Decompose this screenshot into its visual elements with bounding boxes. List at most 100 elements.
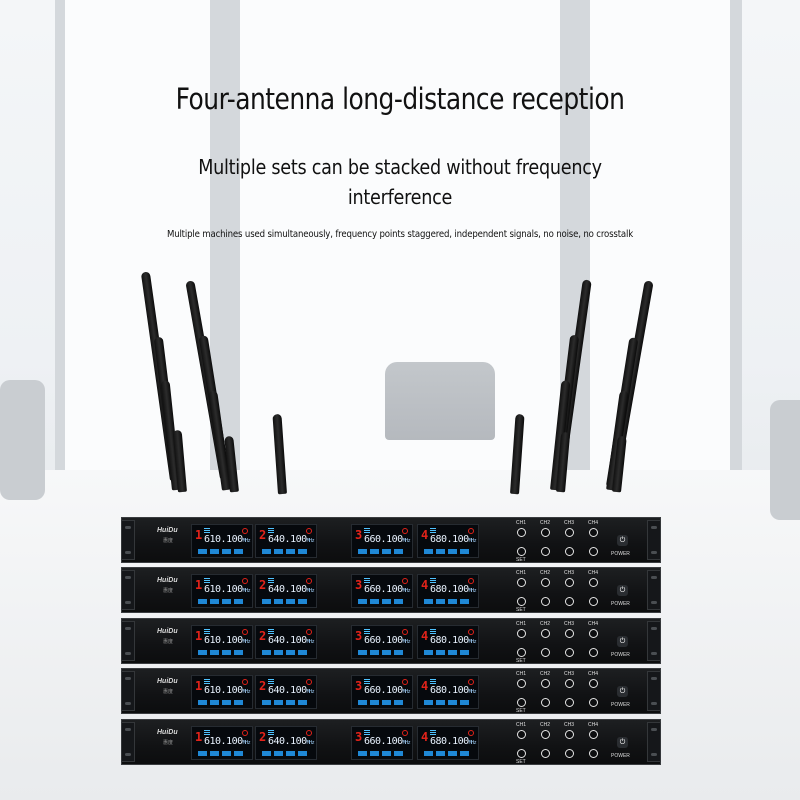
up-button[interactable] [541, 648, 550, 657]
status-icons [262, 650, 310, 655]
ch4-button[interactable] [589, 528, 598, 537]
receiver-unit: HuiDu 惠度 1 610.100MHz 2 640.100MHz IR 3 … [121, 668, 661, 714]
channel-number: 2 [259, 528, 267, 542]
ir-button[interactable] [589, 597, 598, 606]
status-icons [358, 599, 406, 604]
down-button[interactable] [565, 547, 574, 556]
down-button[interactable] [565, 698, 574, 707]
rack-ear [121, 570, 135, 610]
ch2-button[interactable] [541, 679, 550, 688]
ch3-label: CH3 [564, 722, 575, 728]
indicator-icon [306, 679, 312, 685]
frequency-readout: 640.100MHz [268, 534, 315, 545]
signal-icon [204, 578, 210, 584]
receiver-unit: HuiDu 惠度 1 610.100MHz 2 640.100MHz IR 3 … [121, 517, 661, 563]
power-button[interactable]: ⏻ [617, 737, 628, 748]
set-button[interactable] [517, 749, 526, 758]
down-button[interactable] [565, 648, 574, 657]
ir-button[interactable] [589, 749, 598, 758]
signal-icon [204, 679, 210, 685]
ch3-button[interactable] [565, 629, 574, 638]
ch4-button[interactable] [589, 679, 598, 688]
ir-button[interactable] [589, 547, 598, 556]
channel-number: 1 [195, 730, 203, 744]
up-button[interactable] [541, 749, 550, 758]
signal-icon [430, 730, 436, 736]
power-button[interactable]: ⏻ [617, 636, 628, 647]
indicator-icon [468, 528, 474, 534]
ch2-button[interactable] [541, 730, 550, 739]
brand-logo: HuiDu [157, 678, 178, 685]
ch2-button[interactable] [541, 629, 550, 638]
chair [385, 362, 495, 440]
status-icons [424, 751, 472, 756]
status-icons [358, 549, 406, 554]
signal-icon [268, 578, 274, 584]
frequency-readout: 640.100MHz [268, 635, 315, 646]
status-icons [358, 700, 406, 705]
ch1-button[interactable] [517, 528, 526, 537]
rack-ear [647, 570, 661, 610]
indicator-icon [242, 528, 248, 534]
ir-button[interactable] [589, 648, 598, 657]
up-button[interactable] [541, 698, 550, 707]
ch4-button[interactable] [589, 578, 598, 587]
indicator-icon [402, 578, 408, 584]
channel-number: 4 [421, 679, 429, 693]
signal-icon [430, 679, 436, 685]
power-label: POWER [611, 551, 630, 557]
power-button[interactable]: ⏻ [617, 535, 628, 546]
frequency-readout: 610.100MHz [204, 534, 251, 545]
subtitle: Multiple sets can be stacked without fre… [48, 152, 752, 212]
set-button[interactable] [517, 698, 526, 707]
signal-icon [204, 528, 210, 534]
set-button[interactable] [517, 547, 526, 556]
set-button[interactable] [517, 648, 526, 657]
signal-icon [364, 629, 370, 635]
down-button[interactable] [565, 597, 574, 606]
page-title: Four-antenna long-distance reception [175, 82, 625, 116]
down-button[interactable] [565, 749, 574, 758]
ch3-label: CH3 [564, 671, 575, 677]
ch1-button[interactable] [517, 679, 526, 688]
indicator-icon [402, 629, 408, 635]
ch1-button[interactable] [517, 578, 526, 587]
status-icons [262, 751, 310, 756]
ch3-button[interactable] [565, 679, 574, 688]
up-button[interactable] [541, 597, 550, 606]
ch3-button[interactable] [565, 528, 574, 537]
up-button[interactable] [541, 547, 550, 556]
lcd-channel-1: 1 610.100MHz [191, 574, 253, 608]
channel-number: 1 [195, 679, 203, 693]
lcd-channel-3: 3 660.100MHz [351, 574, 413, 608]
rack-ear [121, 520, 135, 560]
power-button[interactable]: ⏻ [617, 686, 628, 697]
ch1-button[interactable] [517, 629, 526, 638]
caption: Multiple machines used simultaneously, f… [166, 229, 634, 240]
receiver-unit: HuiDu 惠度 1 610.100MHz 2 640.100MHz IR 3 … [121, 719, 661, 765]
ch2-button[interactable] [541, 578, 550, 587]
status-icons [198, 650, 246, 655]
set-label: SET [516, 658, 526, 664]
ch3-button[interactable] [565, 578, 574, 587]
power-button[interactable]: ⏻ [617, 585, 628, 596]
set-button[interactable] [517, 597, 526, 606]
ch4-button[interactable] [589, 730, 598, 739]
ch2-button[interactable] [541, 528, 550, 537]
ch4-button[interactable] [589, 629, 598, 638]
ch3-button[interactable] [565, 730, 574, 739]
signal-icon [268, 730, 274, 736]
ch1-button[interactable] [517, 730, 526, 739]
lcd-channel-3: 3 660.100MHz [351, 524, 413, 558]
ir-button[interactable] [589, 698, 598, 707]
signal-icon [430, 528, 436, 534]
power-icon: ⏻ [619, 739, 626, 746]
set-label: SET [516, 607, 526, 613]
brand-logo: HuiDu [157, 729, 178, 736]
lcd-channel-2: 2 640.100MHz [255, 726, 317, 760]
ch1-label: CH1 [516, 520, 527, 526]
window-frame [730, 0, 742, 520]
ch2-label: CH2 [540, 621, 551, 627]
set-label: SET [516, 708, 526, 714]
signal-icon [430, 629, 436, 635]
